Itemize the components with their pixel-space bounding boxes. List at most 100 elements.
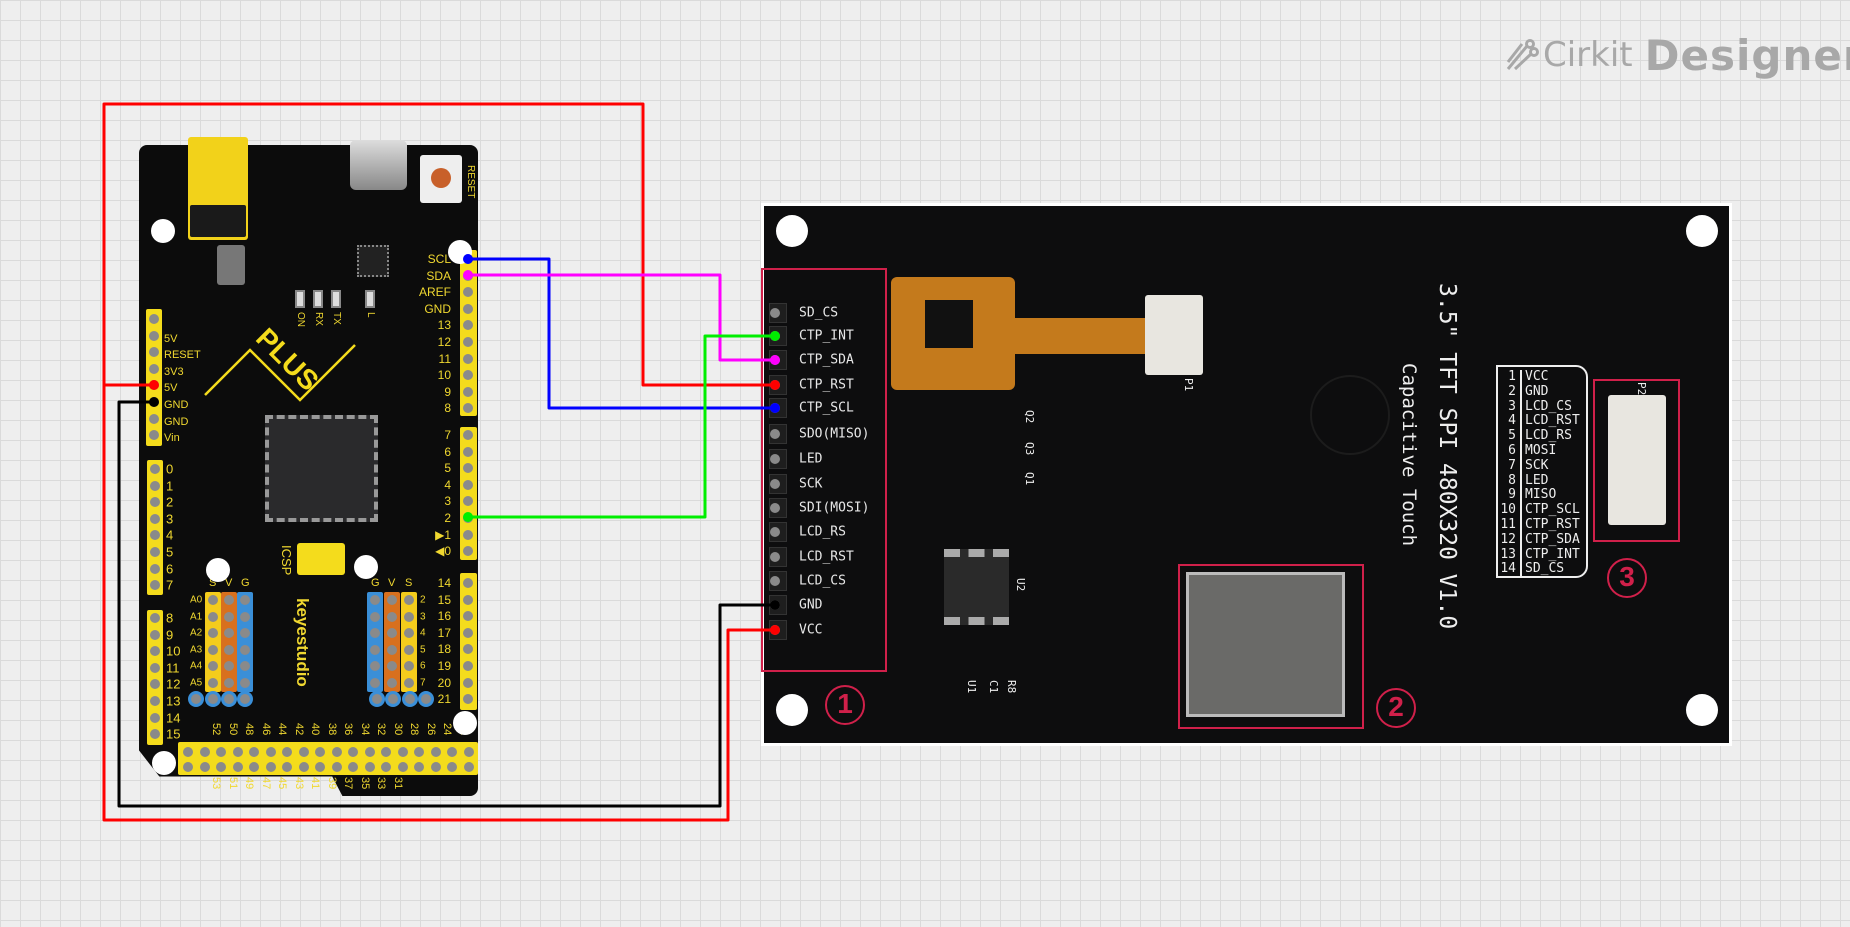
digital-pin[interactable] [150,530,160,541]
power-pin[interactable] [149,430,159,441]
bottom-pin[interactable] [249,762,259,772]
bottom-pin[interactable] [447,747,457,757]
tft-pin-lcd-rst[interactable] [770,552,780,562]
svg-block-pin[interactable] [224,677,234,688]
power-pin[interactable] [149,330,159,341]
svg-block-pin[interactable] [370,628,380,638]
digital-pin[interactable] [463,353,473,364]
bottom-pin[interactable] [282,747,292,757]
bottom-pin[interactable] [397,762,408,772]
digital-pin[interactable] [150,712,160,723]
bottom-pin[interactable] [447,762,457,772]
svg-bottom-pin[interactable] [372,694,382,704]
wire-sda-to-ctp-sda[interactable] [468,273,775,362]
digital-pin[interactable] [150,480,160,491]
digital-pin[interactable] [463,644,473,655]
svg-block-pin[interactable] [404,661,414,671]
bottom-pin[interactable] [298,747,309,757]
digital-pin[interactable] [463,546,473,557]
digital-pin[interactable] [150,547,160,557]
digital-pin[interactable] [463,479,473,490]
svg-block-pin[interactable] [240,611,250,622]
bottom-pin[interactable] [216,747,226,757]
digital-pin[interactable] [150,580,160,591]
svg-block-pin[interactable] [240,628,250,638]
svg-block-pin[interactable] [240,595,250,605]
digital-pin[interactable] [463,694,473,705]
svg-block-pin[interactable] [208,595,218,605]
bottom-pin[interactable] [381,762,391,772]
bottom-pin[interactable] [265,762,276,772]
svg-block-pin[interactable] [208,611,218,622]
bottom-pin[interactable] [463,762,474,772]
digital-pin[interactable] [463,287,473,298]
bottom-pin[interactable] [199,747,210,757]
digital-pin[interactable] [463,403,473,414]
tft-pin-led[interactable] [770,454,780,464]
wire-5v-to-ctp-rst[interactable] [102,102,775,387]
svg-block-pin[interactable] [387,611,397,622]
bottom-pin[interactable] [331,747,342,757]
tft-pin-lcd-cs[interactable] [770,576,780,586]
digital-pin[interactable] [463,463,473,474]
wire-scl-to-ctp-scl[interactable] [468,257,775,410]
wire-5v-to-vcc[interactable] [102,385,775,822]
bottom-pin[interactable] [414,747,424,757]
digital-pin[interactable] [463,337,473,347]
digital-pin[interactable] [463,594,473,605]
bottom-pin[interactable] [216,762,226,772]
bottom-pin[interactable] [199,762,210,772]
svg-block-pin[interactable] [224,628,234,638]
bottom-pin[interactable] [282,762,292,772]
tft-pin-lcd-rs[interactable] [770,527,780,537]
svg-block-pin[interactable] [208,628,218,638]
bottom-pin[interactable] [265,747,276,757]
bottom-pin[interactable] [298,762,309,772]
tft-pin-sd-cs[interactable] [770,308,780,318]
digital-pin[interactable] [463,446,473,457]
digital-pin[interactable] [150,629,160,640]
svg-block-pin[interactable] [370,611,380,622]
svg-block-pin[interactable] [404,628,414,638]
power-pin[interactable] [149,347,159,358]
svg-block-pin[interactable] [370,595,380,605]
tft-pin-sck[interactable] [770,479,780,489]
svg-bottom-pin[interactable] [224,694,234,704]
power-pin[interactable] [149,314,159,324]
bottom-pin[interactable] [348,747,358,757]
digital-pin[interactable] [150,513,160,524]
svg-block-pin[interactable] [224,644,234,655]
svg-bottom-pin[interactable] [191,694,201,704]
bottom-pin[interactable] [463,747,474,757]
digital-pin[interactable] [150,729,160,740]
digital-pin[interactable] [463,529,473,540]
tft-pin-sdi-mosi-[interactable] [770,503,780,513]
digital-pin[interactable] [463,320,473,331]
bottom-pin[interactable] [414,762,424,772]
bottom-pin[interactable] [315,762,325,772]
digital-pin[interactable] [150,613,160,623]
svg-block-pin[interactable] [404,677,414,688]
digital-pin[interactable] [463,370,473,381]
svg-block-pin[interactable] [224,661,234,671]
svg-block-pin[interactable] [224,595,234,605]
digital-pin[interactable] [463,303,473,314]
svg-block-pin[interactable] [404,611,414,622]
digital-pin[interactable] [463,677,473,688]
reset-button[interactable] [420,155,462,203]
digital-pin[interactable] [150,497,160,508]
svg-block-pin[interactable] [387,628,397,638]
bottom-pin[interactable] [315,747,325,757]
digital-pin[interactable] [463,661,473,671]
bottom-pin[interactable] [183,762,193,772]
bottom-pin[interactable] [331,762,342,772]
digital-pin[interactable] [150,563,160,574]
digital-pin[interactable] [150,679,160,690]
svg-block-pin[interactable] [370,661,380,671]
svg-bottom-pin[interactable] [388,694,398,704]
svg-bottom-pin[interactable] [208,694,218,704]
svg-block-pin[interactable] [208,661,218,671]
digital-pin[interactable] [150,662,160,673]
power-pin[interactable] [149,413,159,424]
svg-block-pin[interactable] [370,644,380,655]
